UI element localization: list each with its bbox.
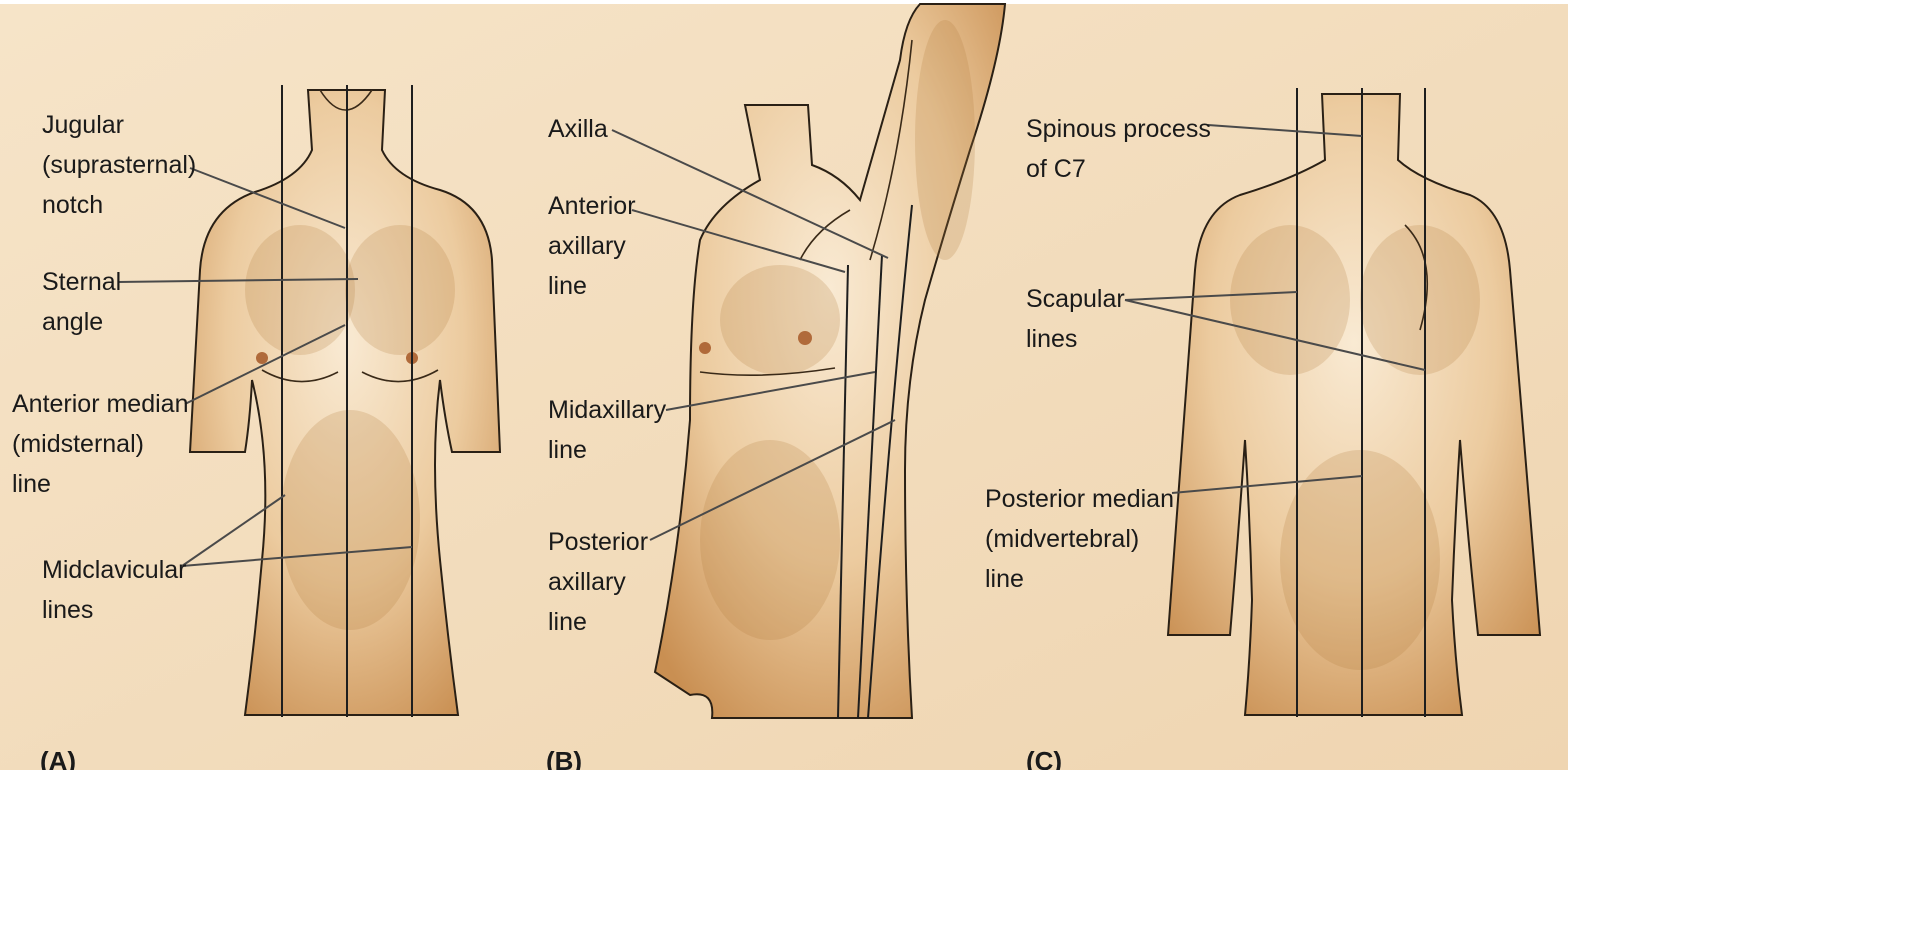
panel-a-letter: (A) [40,746,76,770]
right-pectoral-shading [345,225,455,355]
panel-c-letter: (C) [1026,746,1062,770]
far-nipple [699,342,711,354]
flank-shading [700,440,840,640]
nipple [798,331,812,345]
thoracic-reference-lines-figure: Jugular (suprasternal) notch Sternal ang… [0,0,1568,770]
arm-shading [915,20,975,260]
left-scapula-shading [1230,225,1350,375]
left-pectoral-shading [245,225,355,355]
left-nipple [256,352,268,364]
label-axilla: Axilla [548,115,608,143]
abdomen-shading [280,410,420,630]
lumbar-shading [1280,450,1440,670]
figure-stage: Jugular (suprasternal) notch Sternal ang… [0,0,1568,770]
panel-b-letter: (B) [546,746,582,770]
pectoral-shading [720,265,840,375]
